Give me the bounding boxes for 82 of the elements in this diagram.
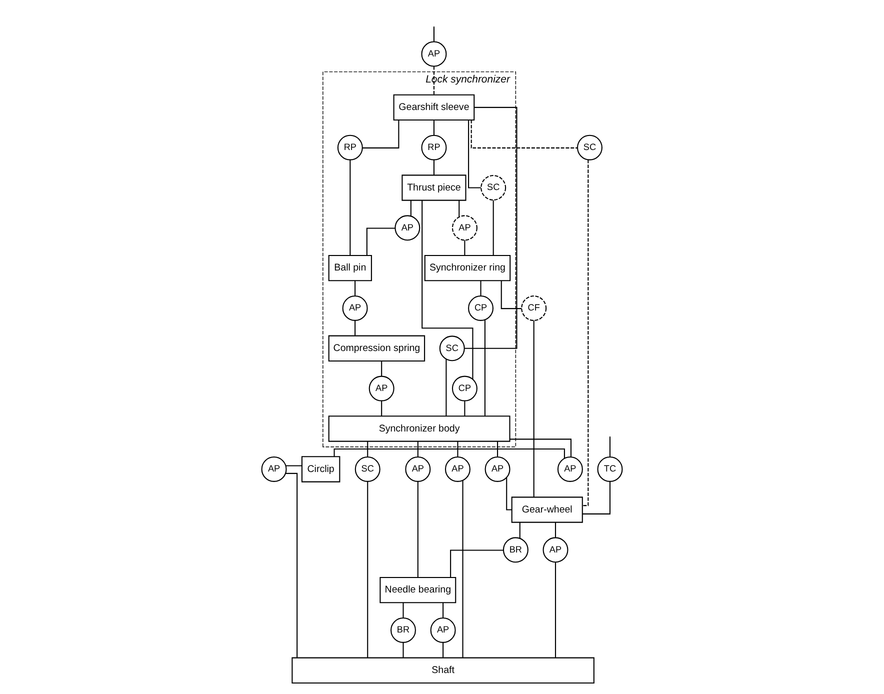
connector: [464, 400, 466, 416]
connector: [457, 441, 458, 457]
connector: [402, 602, 404, 618]
node-circle: AP: [542, 537, 568, 563]
connector: [450, 550, 504, 578]
connector: [480, 280, 482, 296]
node-circle: AP: [557, 456, 583, 482]
node-circle: SC: [480, 175, 506, 200]
connector: [381, 400, 382, 416]
node-circle: CP: [468, 295, 494, 321]
node-circle: AP: [394, 215, 420, 241]
node-box: Compression spring: [328, 335, 426, 362]
connector: [554, 562, 556, 658]
connector: [367, 441, 368, 457]
connector: [506, 477, 512, 510]
node-circle: AP: [430, 617, 456, 643]
connector: [533, 320, 534, 498]
connector: [362, 120, 400, 148]
connector: [500, 280, 522, 310]
connector: [484, 320, 486, 416]
connector: [582, 160, 589, 506]
connector: [470, 120, 578, 148]
connector: [433, 160, 434, 175]
connector: [366, 228, 396, 256]
connector: [350, 160, 351, 256]
connector: [442, 642, 444, 658]
node-box: Synchronizer body: [328, 416, 510, 442]
connector: [519, 522, 520, 538]
node-circle: BR: [390, 617, 416, 643]
connector: [410, 200, 412, 216]
node-circle: AP: [484, 456, 510, 482]
connector: [609, 436, 610, 457]
node-box: Thrust piece: [402, 174, 466, 201]
node-circle: CP: [452, 376, 478, 402]
connector: [422, 200, 474, 380]
connector: [433, 120, 434, 136]
node-circle: RP: [421, 134, 447, 160]
node-box: Ball pin: [328, 254, 372, 282]
connector: [286, 472, 298, 658]
connector: [433, 66, 434, 95]
connector: [446, 359, 447, 416]
connector: [354, 320, 356, 336]
connector: [381, 361, 382, 376]
node-box: Gear-wheel: [511, 496, 583, 523]
node-box: Shaft: [292, 657, 594, 684]
node-circle: AP: [444, 456, 470, 482]
connector: [510, 438, 572, 458]
connector: [554, 522, 556, 538]
connector: [417, 481, 418, 578]
connector: [464, 240, 466, 256]
connector: [492, 200, 494, 256]
connector: [582, 482, 610, 514]
node-circle: SC: [354, 456, 380, 482]
connector: [367, 482, 368, 658]
node-circle: AP: [405, 456, 431, 482]
connector: [497, 441, 498, 457]
node-box: Circlip: [301, 456, 340, 482]
connector: [402, 642, 404, 658]
connector: [462, 480, 464, 658]
node-circle: AP: [368, 376, 394, 402]
node-circle: TC: [597, 456, 623, 482]
connector: [468, 120, 481, 188]
node-circle: SC: [439, 336, 465, 362]
node-circle: RP: [337, 134, 363, 160]
connector: [464, 106, 518, 349]
node-circle: AP: [261, 456, 287, 482]
node-circle: BR: [502, 537, 528, 563]
connector: [417, 441, 418, 457]
node-circle: AP: [452, 215, 478, 241]
connector: [354, 280, 356, 296]
node-circle: SC: [576, 134, 602, 160]
node-box: Gearshift sleeve: [393, 94, 475, 121]
node-box: Needle bearing: [380, 576, 456, 604]
node-box: Synchronizer ring: [424, 254, 511, 282]
node-circle: AP: [342, 295, 368, 321]
node-circle: AP: [421, 41, 447, 67]
connector: [433, 26, 434, 42]
connector: [286, 465, 302, 466]
connector: [334, 448, 565, 458]
connector: [442, 602, 444, 618]
node-circle: CF: [521, 295, 547, 321]
connector: [458, 200, 460, 217]
